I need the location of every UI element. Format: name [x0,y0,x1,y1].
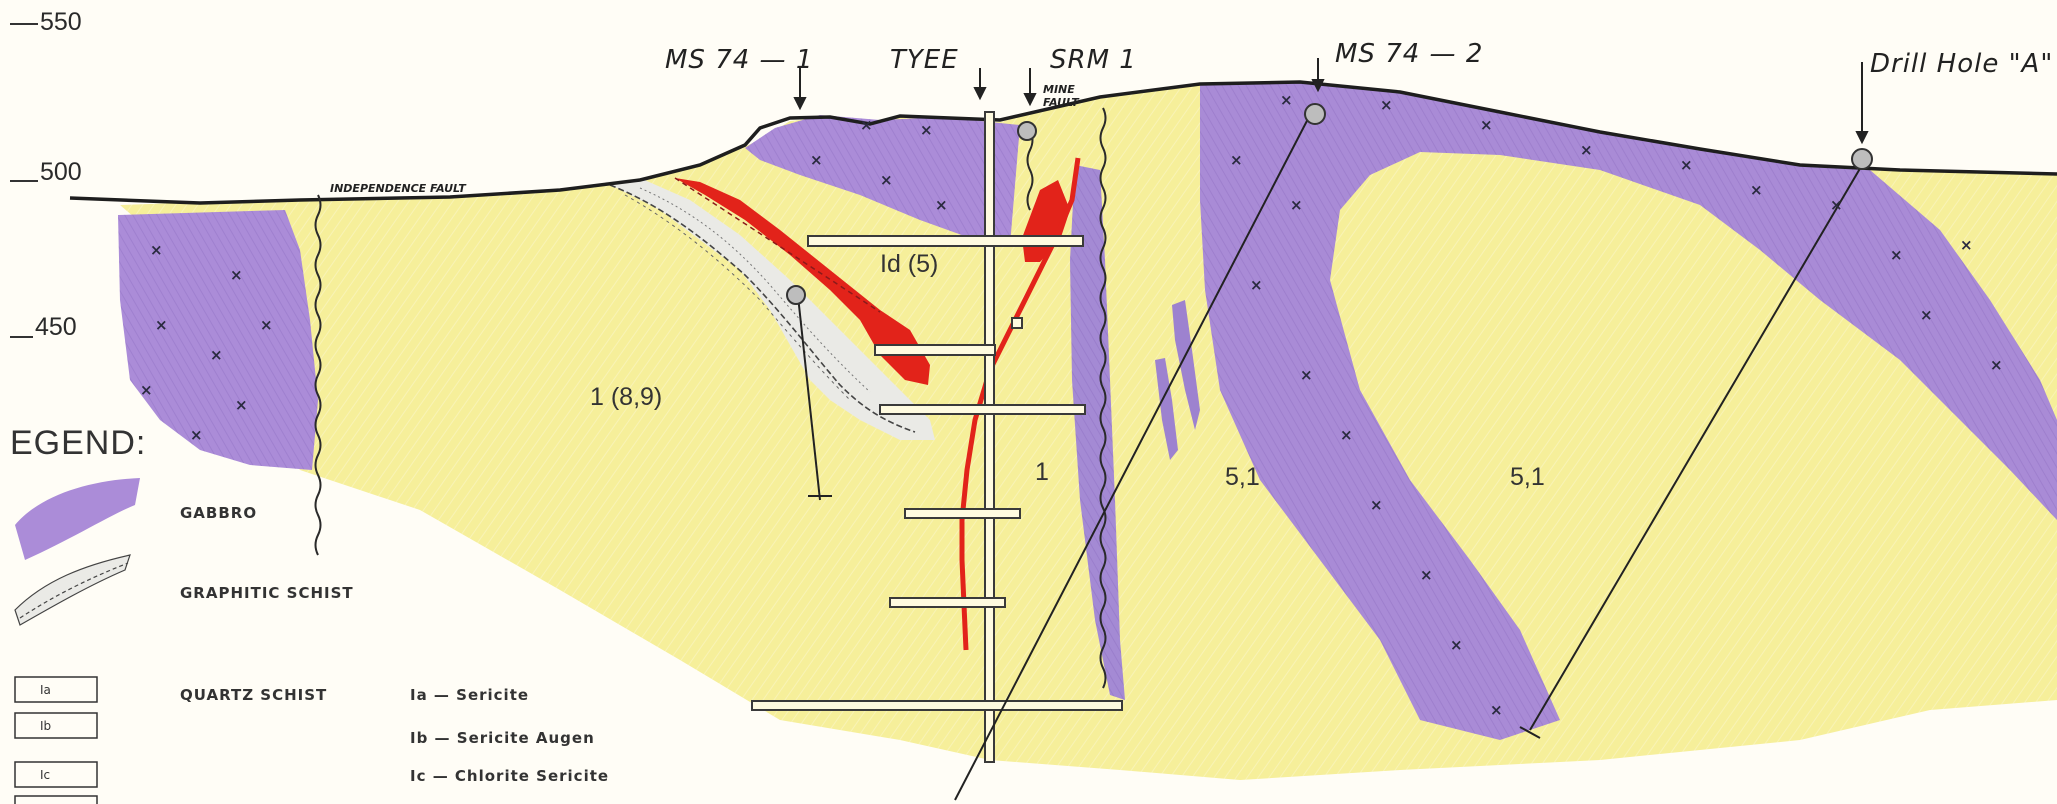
elevation-500: 500 [40,158,82,186]
svg-text:×: × [1230,151,1243,169]
svg-text:×: × [1480,116,1493,134]
svg-text:×: × [1990,356,2003,374]
elevation-450: 450 [35,313,77,341]
drill-hole-labels: MS 74 — 1 TYEE SRM 1 MS 74 — 2 Drill Hol… [665,39,2053,79]
svg-text:×: × [260,316,273,334]
svg-text:×: × [880,171,893,189]
svg-text:×: × [1960,236,1973,254]
svg-text:×: × [150,241,163,259]
unit-5-1-a: 5,1 [1225,463,1260,491]
svg-text:×: × [1280,91,1293,109]
legend-title: EGEND: [10,424,146,462]
svg-text:×: × [235,396,248,414]
legend-box-ib [15,713,97,738]
svg-text:×: × [1290,196,1303,214]
svg-text:×: × [210,346,223,364]
legend-gabbro-swatch [15,478,140,560]
svg-text:×: × [230,266,243,284]
legend-box-ic-label: Ic [40,768,50,782]
svg-text:×: × [1890,246,1903,264]
mine-fault-label-2: FAULT [1043,96,1080,109]
svg-text:×: × [1340,426,1353,444]
legend-box-ia [15,677,97,702]
label-drill-hole-a: Drill Hole "A" [1870,49,2053,79]
svg-text:×: × [1750,181,1763,199]
svg-text:×: × [155,316,168,334]
svg-text:×: × [1490,701,1503,719]
mine-fault-label-1: MINE [1043,83,1075,96]
svg-text:×: × [1680,156,1693,174]
svg-text:×: × [140,381,153,399]
svg-text:×: × [1370,496,1383,514]
legend-ib-label: Ib — Sericite Augen [410,729,595,747]
label-ms74-2: MS 74 — 2 [1335,39,1483,69]
svg-text:×: × [190,426,203,444]
svg-text:×: × [1920,306,1933,324]
svg-text:×: × [1250,276,1263,294]
svg-text:×: × [1300,366,1313,384]
elevation-scale: 550 500 450 [10,8,82,341]
independence-fault-label: INDEPENDENCE FAULT [330,182,467,195]
label-tyee: TYEE [890,45,959,75]
svg-text:×: × [860,116,873,134]
elevation-550: 550 [40,8,82,36]
svg-text:×: × [1380,96,1393,114]
legend-box-ia-label: Ia [40,683,51,697]
svg-text:×: × [810,151,823,169]
legend-ic-label: Ic — Chlorite Sericite [410,767,609,785]
legend-graphitic-schist-swatch [15,555,130,625]
label-ms74-1: MS 74 — 1 [665,45,813,75]
legend-box-ib-label: Ib [40,719,51,733]
legend-ia-label: Ia — Sericite [410,686,529,704]
unit-5-1-b: 5,1 [1510,463,1545,491]
label-srm1: SRM 1 [1050,45,1137,75]
legend-box-ic [15,762,97,787]
legend-quartz-schist-label: QUARTZ SCHIST [180,686,327,704]
svg-text:×: × [1420,566,1433,584]
svg-text:×: × [1580,141,1593,159]
svg-text:×: × [920,121,933,139]
svg-text:×: × [1830,196,1843,214]
legend-graphitic-schist-label: GRAPHITIC SCHIST [180,584,354,602]
unit-1-8-9: 1 (8,9) [590,383,662,411]
unit-1d-5: Id (5) [880,250,938,278]
svg-text:×: × [935,196,948,214]
unit-1: 1 [1035,458,1049,486]
legend-gabbro-label: GABBRO [180,504,257,522]
svg-text:×: × [1450,636,1463,654]
